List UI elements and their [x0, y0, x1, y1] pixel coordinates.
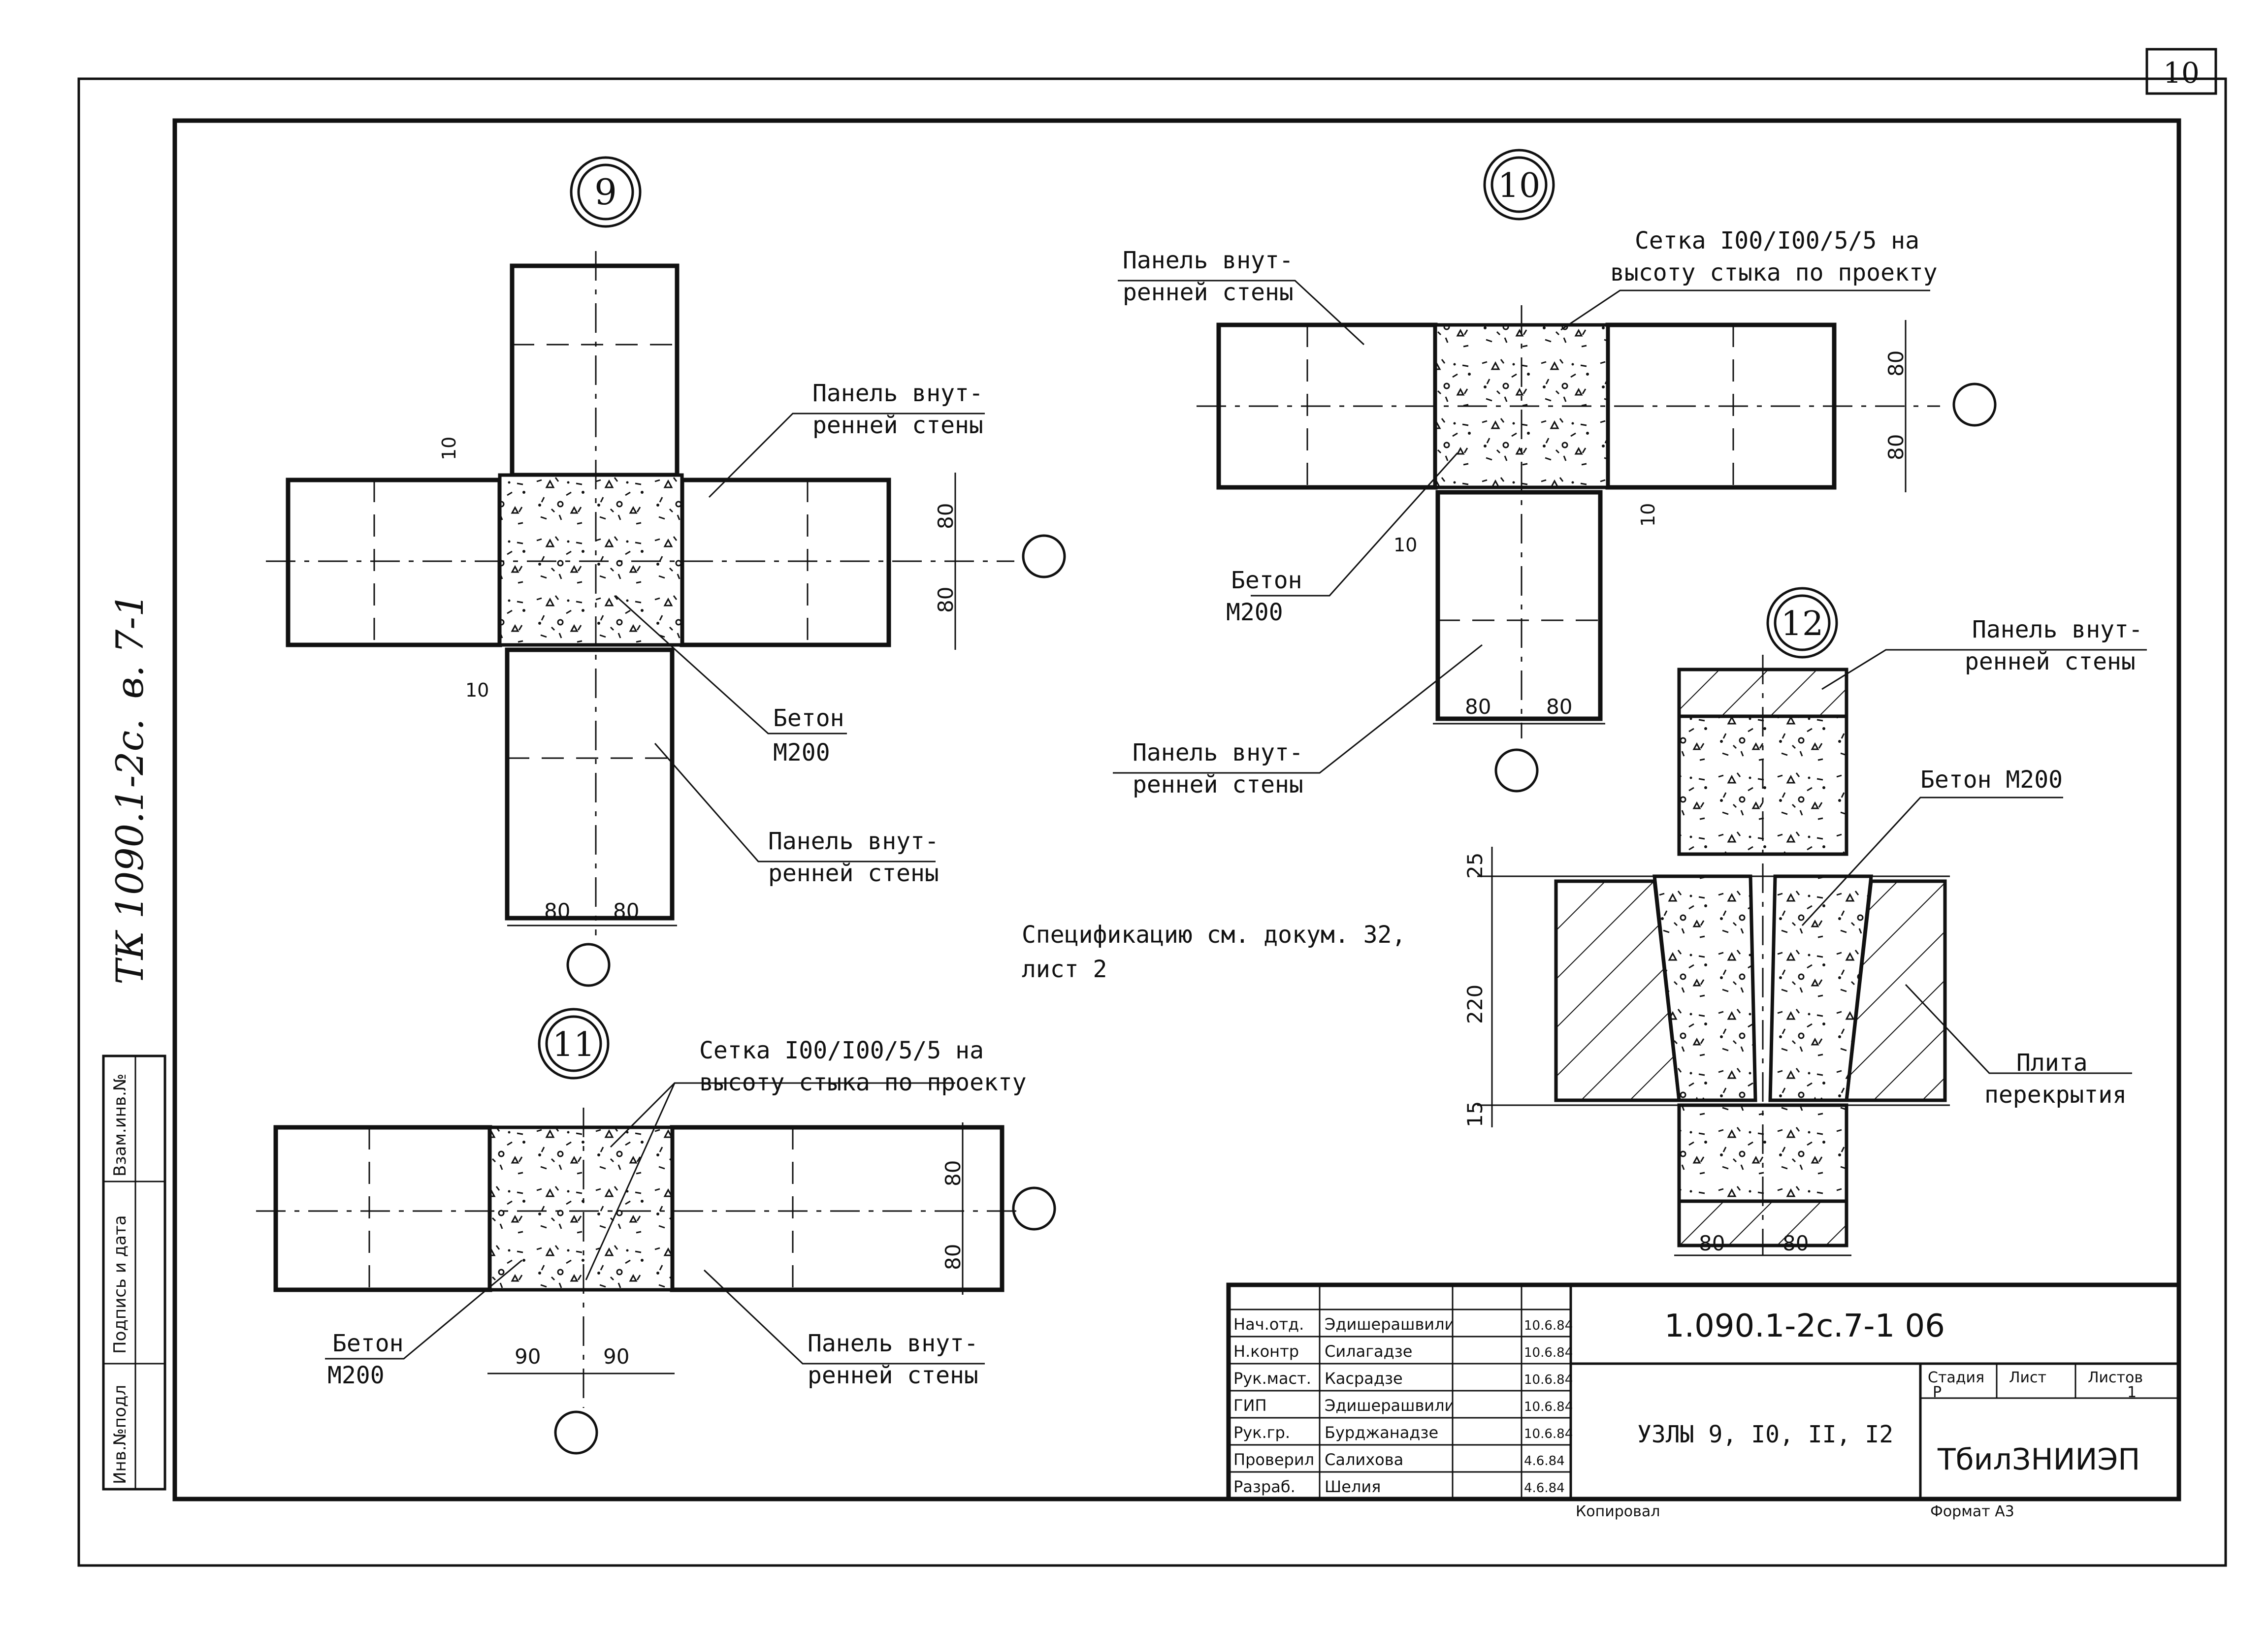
node-10-dim-80b: 80: [1884, 434, 1908, 460]
node-12-panel-label-1: Панель внут-: [1972, 616, 2143, 643]
node-11-panel-label-1: Панель внут-: [808, 1330, 978, 1357]
node-9-dim-10b: 10: [465, 679, 489, 701]
node-9-number: 9: [594, 171, 617, 213]
node-12-slab-1: Плита: [2016, 1049, 2088, 1077]
stamp-date: 4.6.84: [1524, 1481, 1565, 1496]
node-11-number: 11: [552, 1025, 595, 1064]
node-11-mesh-1: Сетка I00/I00/5/5 на: [699, 1037, 984, 1064]
inner-frame: [172, 118, 2181, 1501]
node-9-panel-label-2: ренней стены: [812, 412, 983, 439]
node-12-concrete: Бетон М200: [1920, 766, 2063, 794]
stamp-doc-code: 1.090.1-2с.7-1 06: [1664, 1308, 1945, 1344]
stamp-copied: Копировал: [1576, 1503, 1660, 1520]
stamp-role: ГИП: [1233, 1396, 1267, 1415]
node-11-dim-90b: 90: [603, 1344, 629, 1369]
node-11-dim-80a: 80: [941, 1160, 965, 1186]
node-9-concrete-2: М200: [773, 739, 830, 766]
node-10-number: 10: [1498, 166, 1541, 205]
stamp-format: Формат А3: [1930, 1503, 2014, 1520]
node-12-slab-2: перекрытия: [1984, 1081, 2127, 1109]
side-table-col2: Подпись и дата: [110, 1215, 130, 1354]
outer-frame: [77, 77, 2227, 1567]
node-9-concrete-1: Бетон: [773, 704, 844, 732]
stamp-name: Эдишерашвили: [1325, 1315, 1455, 1334]
node-9-dim-80b: 80: [934, 587, 958, 613]
stamp-date: 10.6.84: [1524, 1400, 1573, 1414]
node-12-dim-220: 220: [1463, 985, 1487, 1024]
node-11-concrete-2: М200: [327, 1362, 385, 1389]
stamp-role: Н.контр: [1233, 1342, 1299, 1361]
node-9-dim-80a: 80: [934, 503, 958, 529]
node-12-dim-80a: 80: [1699, 1231, 1725, 1255]
node-9-panel2-label-2: ренней стены: [768, 860, 939, 887]
node-12-dim-15: 15: [1463, 1101, 1487, 1127]
node-11: 11 80 80 90 90 Сетка I00/I00/5/5 на высо…: [256, 1008, 1056, 1455]
stamp-name: Салихова: [1325, 1450, 1403, 1469]
node-12-dim-25: 25: [1463, 853, 1487, 879]
node-11-dim-80b: 80: [941, 1244, 965, 1270]
node-12-number: 12: [1781, 605, 1824, 643]
node-9-dim-10a: 10: [438, 437, 460, 460]
stamp-org: ТбилЗНИИЭП: [1937, 1442, 2140, 1477]
node-12: 12 25 220 15 80 80 Панель внут- ренней с…: [1463, 587, 2147, 1256]
side-table: Взам.инв.№ Подпись и дата Инв.№подл: [102, 1054, 166, 1491]
node-10-mesh-2: высоту стыка по проекту: [1610, 259, 1938, 287]
node-9-panel2-label-1: Панель внут-: [768, 828, 939, 855]
node-11-mesh-2: высоту стыка по проекту: [699, 1069, 1027, 1096]
node-9-panel-label-1: Панель внут-: [812, 380, 983, 407]
side-code: ТК 1090.1-2с.в. 7-1: [108, 593, 152, 985]
node-10-dim-10b: 10: [1393, 534, 1417, 556]
stamp-date: 10.6.84: [1524, 1345, 1573, 1360]
stamp-sheets-value: 1: [2127, 1384, 2137, 1401]
stamp-role: Нач.отд.: [1233, 1315, 1304, 1334]
node-10-panel-label-1: Панель внут-: [1123, 247, 1294, 274]
node-11-dim-90a: 90: [515, 1344, 541, 1369]
stamp-role: Рук.маст.: [1233, 1369, 1311, 1388]
node-10-panel2-label-1: Панель внут-: [1133, 739, 1303, 766]
stamp-date: 10.6.84: [1524, 1373, 1573, 1387]
stamp-name: Касрадзе: [1325, 1369, 1403, 1388]
stamp-stage-header: Стадия: [1928, 1369, 1984, 1386]
node-10-concrete-2: М200: [1226, 599, 1283, 626]
sheet-number: 10: [2163, 56, 2200, 90]
node-12-panel-label-2: ренней стены: [1965, 648, 2136, 675]
stamp-date: 10.6.84: [1524, 1318, 1573, 1333]
node-10-dim-10a: 10: [1637, 503, 1659, 527]
stamp-name: Бурджанадзе: [1325, 1423, 1438, 1442]
stamp-name: Силагадзе: [1325, 1342, 1412, 1361]
node-10-concrete-1: Бетон: [1231, 567, 1302, 594]
stamp-name: Эдишерашвили: [1325, 1396, 1455, 1415]
stamp-role: Разраб.: [1233, 1477, 1296, 1496]
stamp-stage-value: Р: [1933, 1384, 1942, 1401]
side-table-col3: Инв.№подл: [110, 1385, 130, 1484]
sheet-number-box: [2145, 48, 2217, 95]
stamp-name: Шелия: [1325, 1477, 1381, 1496]
node-9-dim-80d: 80: [613, 899, 639, 923]
stamp-role: Рук.гр.: [1233, 1423, 1290, 1442]
node-10-dim-80d: 80: [1546, 695, 1572, 719]
node-11-concrete-1: Бетон: [332, 1330, 404, 1357]
node-10-panel-label-2: ренней стены: [1123, 279, 1294, 306]
node-11-panel-label-2: ренней стены: [808, 1362, 978, 1389]
stamp-role: Проверил: [1233, 1450, 1314, 1469]
node-10: 10 80 80 80 80 10 10 Панель внут- ренней…: [1113, 149, 1997, 798]
stamp-title: УЗЛЫ 9, I0, II, I2: [1637, 1421, 1893, 1448]
node-10-dim-80c: 80: [1465, 695, 1491, 719]
spec-note-2: лист 2: [1022, 956, 1107, 983]
node-10-dim-80a: 80: [1884, 351, 1908, 377]
stamp-date: 4.6.84: [1524, 1454, 1565, 1468]
title-block: 1.090.1-2с.7-1 06 УЗЛЫ 9, I0, II, I2 Тби…: [1226, 1282, 2181, 1520]
side-table-col1: Взам.инв.№: [110, 1074, 130, 1177]
stamp-sheet-header: Лист: [2009, 1369, 2046, 1386]
stamp-date: 10.6.84: [1524, 1427, 1573, 1441]
node-10-panel2-label-2: ренней стены: [1133, 771, 1303, 798]
spec-note-1: Спецификацию см. докум. 32,: [1022, 921, 1406, 949]
node-10-mesh-1: Сетка I00/I00/5/5 на: [1635, 227, 1919, 255]
node-9-dim-80c: 80: [544, 899, 570, 923]
node-9: 9 80 80 80 80 10 10 Панель внут-: [266, 156, 1066, 987]
stamp-sheets-header: Листов: [2088, 1369, 2143, 1386]
node-12-dim-80b: 80: [1782, 1231, 1809, 1255]
